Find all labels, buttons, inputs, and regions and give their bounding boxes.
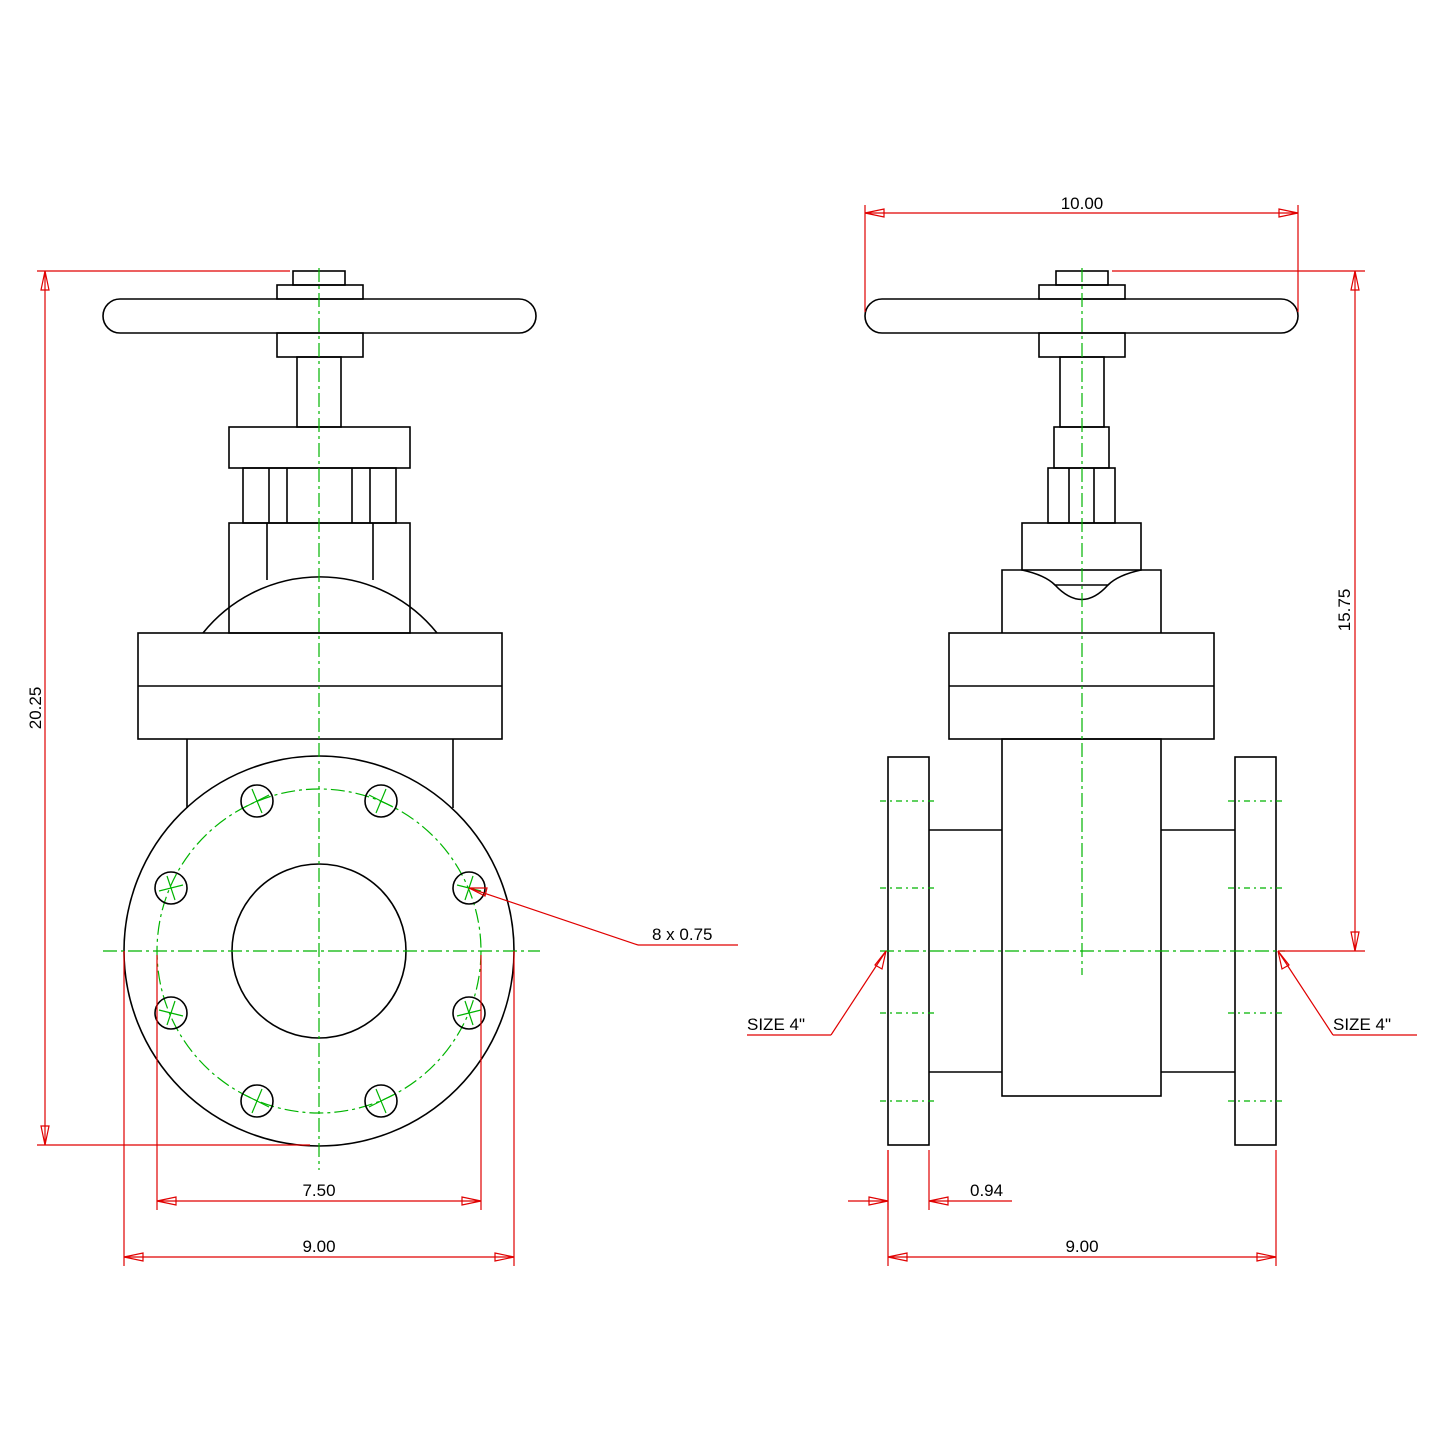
bolt-hole xyxy=(364,784,398,818)
leader-size-left: SIZE 4" xyxy=(747,950,887,1036)
front-yoke xyxy=(202,426,438,634)
bolt-hole xyxy=(154,871,188,905)
leader-bolt-holes-label: 8 x 0.75 xyxy=(652,925,713,944)
front-bonnet-flange xyxy=(137,632,503,740)
dim-flange-thickness: 0.94 xyxy=(848,1150,1012,1210)
bolt-hole xyxy=(240,1084,274,1118)
dim-centerline-height-label: 15.75 xyxy=(1335,589,1354,632)
side-body xyxy=(929,738,1235,1097)
dim-handwheel-diameter-label: 10.00 xyxy=(1061,194,1104,213)
dim-bolt-circle: 7.50 xyxy=(156,955,482,1210)
dim-overall-height: 20.25 xyxy=(26,270,310,1146)
dim-centerline-height: 15.75 xyxy=(1112,270,1365,952)
dim-flange-thickness-label: 0.94 xyxy=(970,1181,1003,1200)
dim-flange-diameter: 9.00 xyxy=(123,951,515,1266)
dim-face-to-face-label: 9.00 xyxy=(1065,1237,1098,1256)
side-bolt-centerlines xyxy=(880,800,1283,1102)
bolt-hole xyxy=(452,996,486,1030)
dim-handwheel-diameter: 10.00 xyxy=(864,194,1299,312)
leader-size-left-label: SIZE 4" xyxy=(747,1015,805,1034)
dim-bolt-circle-label: 7.50 xyxy=(302,1181,335,1200)
dim-flange-diameter-label: 9.00 xyxy=(302,1237,335,1256)
bolt-hole xyxy=(364,1084,398,1118)
leader-size-right: SIZE 4" xyxy=(1277,950,1417,1036)
dim-face-to-face: 9.00 xyxy=(887,1150,1277,1266)
bolt-hole xyxy=(154,996,188,1030)
front-bolt-holes xyxy=(154,784,486,1118)
side-stem xyxy=(1059,356,1105,428)
bolt-hole xyxy=(240,784,274,818)
front-stem xyxy=(296,356,342,428)
dimensions: 20.25 7.50 9.00 8 x 0.75 xyxy=(26,194,1417,1266)
dim-overall-height-label: 20.25 xyxy=(26,687,45,730)
leader-bolt-holes: 8 x 0.75 xyxy=(468,887,738,946)
side-view xyxy=(864,268,1299,1146)
front-body xyxy=(186,739,454,808)
leader-size-right-label: SIZE 4" xyxy=(1333,1015,1391,1034)
front-view xyxy=(102,268,540,1170)
